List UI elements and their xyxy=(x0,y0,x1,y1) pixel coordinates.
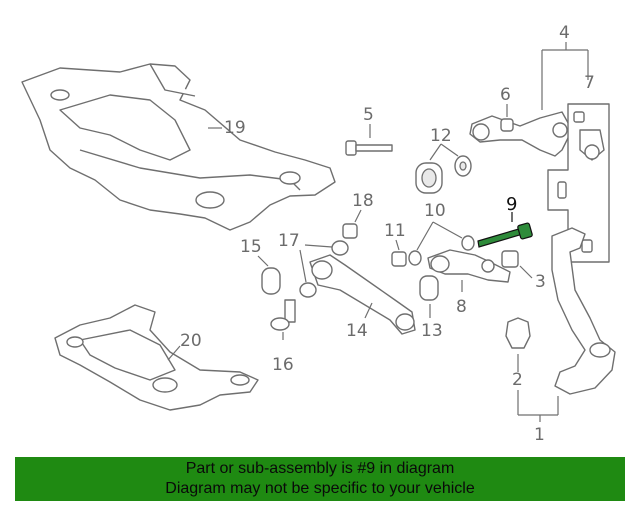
callout-7: 7 xyxy=(584,73,595,93)
callout-14: 14 xyxy=(346,321,368,341)
bolt-part-16 xyxy=(270,299,296,340)
subframe-part-19 xyxy=(21,63,336,231)
balljoint-panel-part-7 xyxy=(547,103,610,263)
callout-11: 11 xyxy=(384,221,406,241)
parts-diagram: 1 2 3 4 5 6 7 8 9 10 11 12 13 14 15 16 1… xyxy=(21,23,616,445)
bolt-part-9-highlighted xyxy=(477,212,533,248)
bushing-part-13 xyxy=(419,275,439,318)
banner-line-part: Part or sub-assembly is #9 in diagram xyxy=(185,460,455,477)
knuckle-part-1 xyxy=(517,227,616,422)
bushing-part-10 xyxy=(408,221,475,266)
callout-12: 12 xyxy=(430,126,452,146)
callout-9: 9 xyxy=(506,194,517,215)
bushing-part-17 xyxy=(299,240,349,298)
bushing-part-15 xyxy=(257,255,281,295)
nut-part-18 xyxy=(342,209,362,239)
callout-20: 20 xyxy=(180,331,202,351)
bolt-part-5 xyxy=(345,124,393,156)
balljoint-part-2 xyxy=(505,317,531,372)
callout-15: 15 xyxy=(240,237,262,257)
callout-13: 13 xyxy=(421,321,443,341)
callout-6: 6 xyxy=(500,85,511,105)
callout-16: 16 xyxy=(272,355,294,375)
callout-8: 8 xyxy=(456,297,467,317)
nut-part-11 xyxy=(391,239,407,267)
strut-part-8 xyxy=(427,249,511,292)
callout-4: 4 xyxy=(559,23,570,43)
crossmember-part-20 xyxy=(54,304,259,411)
nut-part-3 xyxy=(501,250,533,279)
callout-2: 2 xyxy=(512,370,523,390)
upper-arm-part-4 xyxy=(469,42,589,157)
bushing-part-12 xyxy=(415,143,472,194)
callout-17: 17 xyxy=(278,231,300,251)
nut-part-6 xyxy=(500,104,514,132)
info-banner: Part or sub-assembly is #9 in diagram Di… xyxy=(15,457,625,501)
callout-10: 10 xyxy=(424,201,446,221)
banner-line-disclaimer: Diagram may not be specific to your vehi… xyxy=(165,480,475,497)
callout-1: 1 xyxy=(534,425,545,445)
control-arm-part-14 xyxy=(309,254,416,335)
callout-3: 3 xyxy=(535,272,546,292)
callout-19: 19 xyxy=(224,118,246,138)
callout-5: 5 xyxy=(363,105,374,125)
callout-18: 18 xyxy=(352,191,374,211)
